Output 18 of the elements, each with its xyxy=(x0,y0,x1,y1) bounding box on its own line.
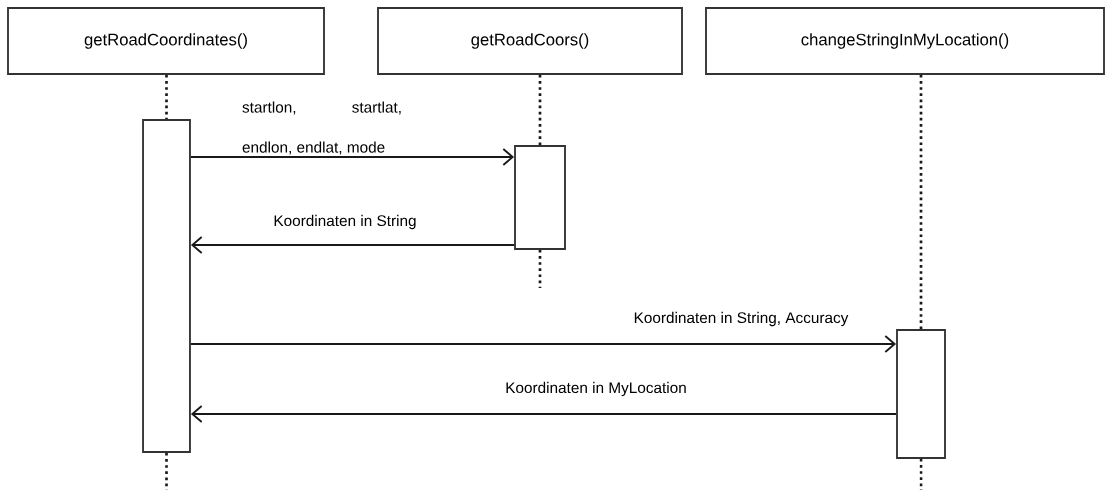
activation-bar xyxy=(514,145,566,250)
edge-label: Koordinaten in String, Accuracy xyxy=(632,310,850,328)
activation-bar xyxy=(896,329,946,459)
message-arrow xyxy=(190,405,897,423)
message-arrow xyxy=(189,335,897,353)
edge-label: Koordinaten in String xyxy=(272,213,418,231)
message-arrow xyxy=(189,148,515,166)
lifeline xyxy=(538,74,542,146)
lifeline xyxy=(919,74,923,330)
activation-bar xyxy=(142,119,191,453)
lifeline-header-box: changeStringInMyLocation() xyxy=(705,7,1105,75)
lifeline xyxy=(165,74,168,120)
message-arrow xyxy=(190,236,515,254)
lifeline-header-box: getRoadCoordinates() xyxy=(7,7,325,75)
edge-label: Koordinaten in MyLocation xyxy=(503,380,689,398)
lifeline xyxy=(538,249,542,288)
lifeline-header-box: getRoadCoors() xyxy=(377,7,683,75)
edge-label: startlon, startlat, endlon, endlat, mode xyxy=(240,100,404,156)
